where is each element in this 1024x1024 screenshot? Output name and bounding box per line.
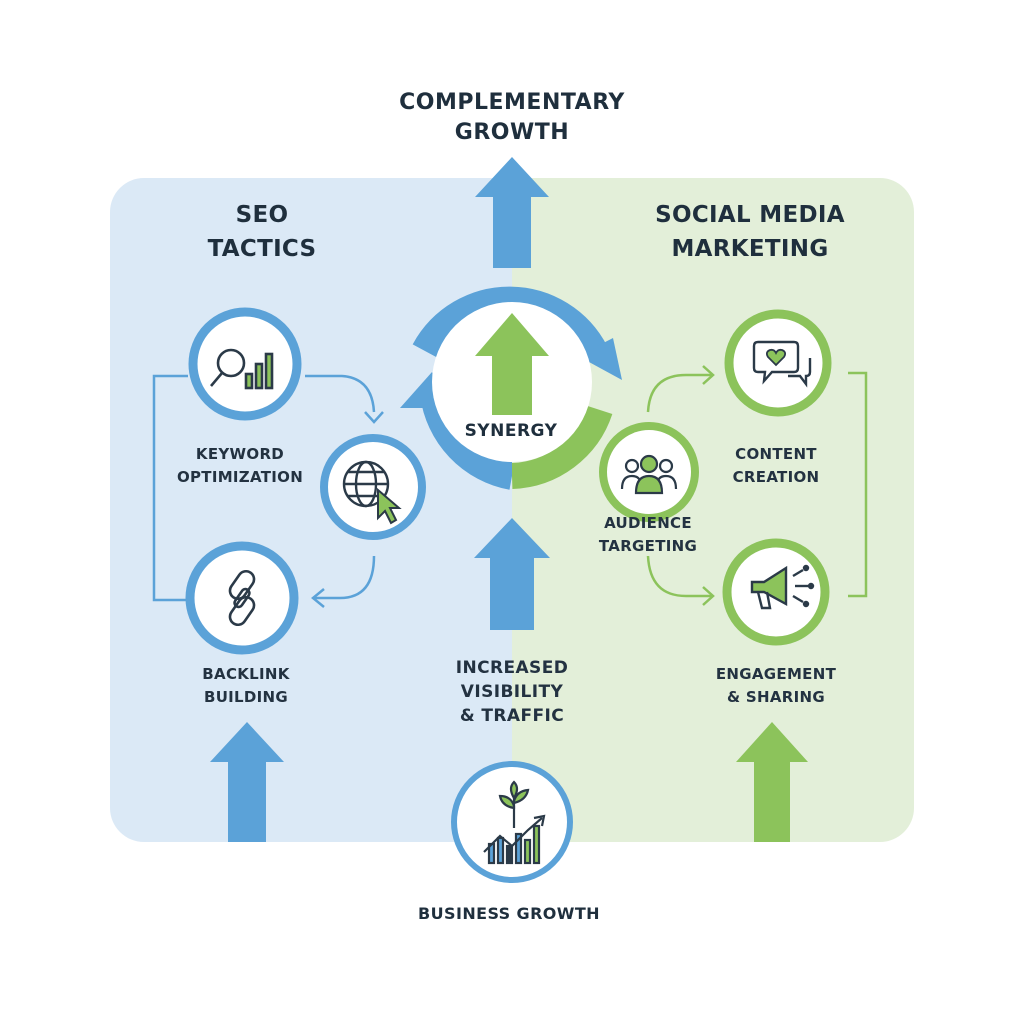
- visibility-label-line-3: & TRAFFIC: [459, 706, 565, 726]
- seo-bottom-arrow: [210, 722, 284, 842]
- visibility-label: INCREASED VISIBILITY & TRAFFIC: [456, 656, 568, 728]
- backlink-label-line-1: BACKLINK: [202, 665, 290, 683]
- social-panel-title: SOCIAL MEDIA MARKETING: [655, 198, 845, 266]
- synergy-inner-arrow: [475, 313, 549, 415]
- visibility-label-line-2: VISIBILITY: [460, 682, 564, 702]
- globe-cursor-icon: [342, 460, 402, 525]
- web-node: [320, 434, 426, 540]
- visibility-arrow: [474, 518, 550, 630]
- content-label-line-2: CREATION: [732, 468, 820, 486]
- engagement-label-line-1: ENGAGEMENT: [715, 665, 837, 683]
- social-title-line-1: SOCIAL MEDIA: [655, 202, 845, 228]
- seo-connectors: [152, 374, 384, 608]
- business-growth-node: [451, 761, 573, 883]
- social-title-line-2: MARKETING: [671, 236, 829, 262]
- audience-label-line-2: TARGETING: [598, 537, 698, 555]
- seo-panel-title: SEO TACTICS: [208, 198, 317, 266]
- content-node: [724, 309, 832, 417]
- chat-heart-icon: [752, 340, 812, 388]
- social-bottom-arrow: [736, 722, 808, 842]
- megaphone-icon: [750, 564, 815, 610]
- engagement-node: [722, 538, 830, 646]
- page-title: COMPLEMENTARY GROWTH: [399, 88, 625, 148]
- backlink-label: BACKLINK BUILDING: [202, 663, 289, 709]
- content-label-line-1: CONTENT: [735, 445, 817, 463]
- people-group-icon: [620, 454, 678, 495]
- plant-growth-chart-icon: [483, 780, 546, 865]
- business-growth-label: BUSINESS GROWTH: [418, 904, 600, 923]
- seo-title-line-1: SEO: [235, 202, 289, 228]
- audience-label-line-1: AUDIENCE: [604, 514, 692, 532]
- engagement-label-line-2: & SHARING: [727, 688, 825, 706]
- keyword-label-line-1: KEYWORD: [195, 445, 285, 463]
- social-panel: [512, 178, 914, 842]
- keyword-label-line-2: OPTIMIZATION: [176, 468, 304, 486]
- content-label: CONTENT CREATION: [733, 443, 820, 489]
- backlink-label-line-2: BUILDING: [203, 688, 289, 706]
- magnifier-bar-chart-icon: [210, 348, 274, 390]
- keyword-label: KEYWORD OPTIMIZATION: [177, 443, 303, 489]
- panels-background: [110, 178, 914, 842]
- top-growth-arrow: [475, 157, 549, 268]
- backlink-node: [185, 541, 299, 655]
- title-line-1: COMPLEMENTARY: [399, 90, 625, 115]
- chain-link-icon: [228, 569, 256, 627]
- engagement-label: ENGAGEMENT & SHARING: [716, 663, 836, 709]
- title-line-2: GROWTH: [454, 120, 570, 145]
- audience-node: [599, 422, 699, 522]
- synergy-ring: [400, 286, 622, 490]
- keyword-node: [188, 307, 302, 421]
- seo-title-line-2: TACTICS: [207, 236, 317, 262]
- synergy-label: SYNERGY: [464, 421, 558, 441]
- audience-label: AUDIENCE TARGETING: [599, 512, 697, 558]
- visibility-label-line-1: INCREASED: [455, 658, 569, 678]
- social-connectors: [646, 365, 868, 606]
- seo-panel: [110, 178, 512, 842]
